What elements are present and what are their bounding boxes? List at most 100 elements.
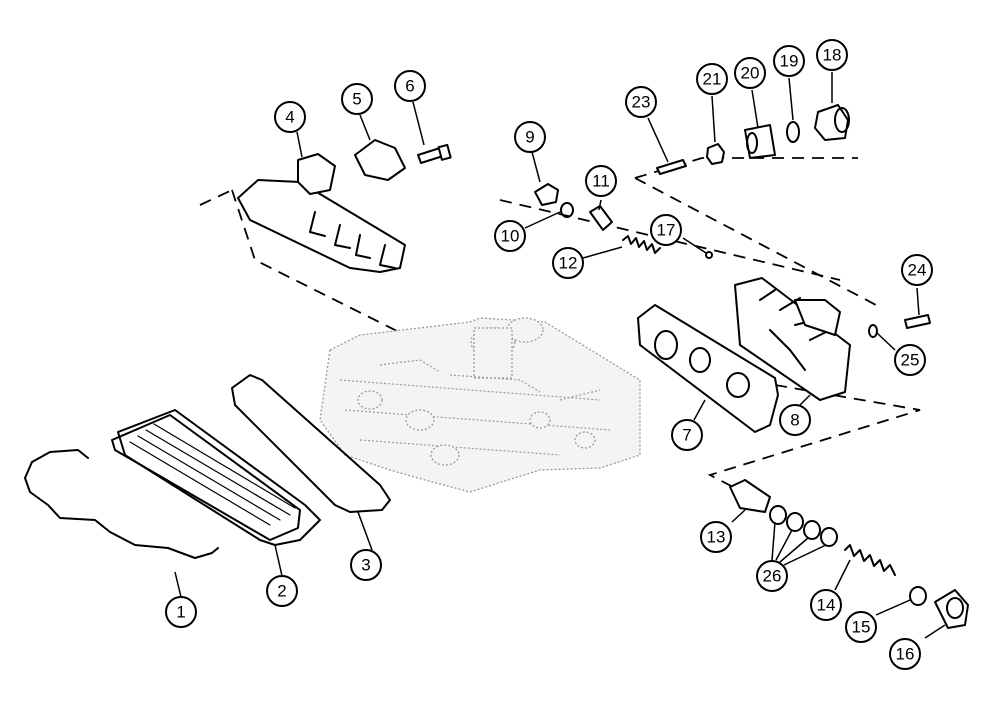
harness-plate [237,179,406,273]
valve-body-port-2 [405,409,435,431]
strainer-rim [111,414,301,541]
part-21-nut [706,143,725,165]
gasket-hole-2 [689,347,711,373]
valve-body-port-4 [529,411,551,429]
callout-18: 18 [816,39,848,71]
callout-2: 2 [266,575,298,607]
valve-body-port-3 [430,444,460,466]
leader-14 [834,559,851,591]
valve-body-tower [473,327,513,379]
callout-4: 4 [274,101,306,133]
leader-6 [412,101,425,146]
washer-4 [820,527,838,547]
callout-23: 23 [625,86,657,118]
part-6-bolt [417,143,452,164]
valve-body-outline [319,317,641,493]
callout-10: 10 [494,220,526,252]
strainer-body [117,409,321,546]
leader-11 [598,199,602,211]
callout-13: 13 [700,521,732,553]
callout-3-label: 3 [361,556,370,575]
part-13-valve-spool [729,479,771,513]
leader-23 [647,117,669,163]
valve-body-boss-2 [506,317,544,343]
part-18-plug [814,104,850,141]
callout-24-label: 24 [908,261,927,280]
assembly-line-upper-right [634,157,877,306]
callout-20: 20 [734,57,766,89]
leader-24 [916,287,920,316]
washer-3 [803,520,821,540]
part-1-retaining-wire [24,449,219,559]
callout-7: 7 [671,419,703,451]
plug-18-body [814,104,849,141]
callout-6-label: 6 [405,77,414,96]
gasket-hole-1 [654,330,678,360]
callout-17-label: 17 [657,221,676,240]
part-25-washer [868,324,878,338]
leader-lines [174,72,946,639]
callout-26: 26 [756,560,788,592]
leader-15 [875,599,911,616]
plug-16-face [946,597,964,619]
callout-25: 25 [894,344,926,376]
callout-8: 8 [779,404,811,436]
part-26-washers [769,505,838,547]
callout-24: 24 [901,254,933,286]
leader-7 [693,399,706,421]
leader-26 [771,521,827,566]
valve-plate-boss [794,299,841,336]
callout-11-label: 11 [592,172,610,191]
callout-11: 11 [585,165,617,197]
callout-3: 3 [350,549,382,581]
plug-18-face [834,107,850,133]
callout-21: 21 [696,63,728,95]
leader-2 [274,544,283,577]
part-19-o-ring [786,121,800,143]
leader-19 [788,77,794,121]
part-5-cover-plate [354,139,406,181]
part-15-o-ring [909,586,927,606]
callout-2-label: 2 [277,582,286,601]
part-4-solenoid-harness [237,153,406,273]
part-2-oil-strainer [111,409,321,546]
leader-20 [751,89,759,129]
leader-13 [731,509,746,523]
assembly-line-solenoid-block [199,189,436,351]
callout-8-label: 8 [790,411,799,430]
callout-5-label: 5 [352,90,361,109]
part-14-spring [844,544,896,576]
part-23-pin [656,159,687,175]
callout-5: 5 [341,83,373,115]
callout-12: 12 [552,247,584,279]
leader-16 [924,624,946,639]
assembly-line-valve-body [499,199,841,281]
callout-21-label: 21 [703,70,722,89]
washer-2 [786,512,804,532]
part-16-plug [934,589,969,629]
callout-23-label: 23 [632,93,651,112]
part-12-spring [622,235,661,254]
callout-4-label: 4 [285,108,294,127]
callout-25-label: 25 [901,351,920,370]
leader-8 [799,394,811,406]
callout-16: 16 [889,638,921,670]
callout-16-label: 16 [896,645,915,664]
leader-21 [711,95,716,143]
callout-7-label: 7 [682,426,691,445]
leader-4 [296,131,303,158]
part-11-valve [589,205,613,231]
assembly-line-lower-right [707,384,921,489]
leader-10 [524,211,561,229]
callout-15-label: 15 [852,618,871,637]
gasket-hole-3 [726,372,750,398]
piston-20-face [746,132,758,154]
callout-12-label: 12 [559,254,578,273]
part-20-piston [744,124,776,159]
callout-1-label: 1 [176,603,185,622]
leader-1 [174,571,182,598]
callout-13-label: 13 [707,528,726,547]
assembly-lines [199,157,921,489]
callout-18-label: 18 [823,46,842,65]
valve-body-housing-ghost [319,317,641,493]
